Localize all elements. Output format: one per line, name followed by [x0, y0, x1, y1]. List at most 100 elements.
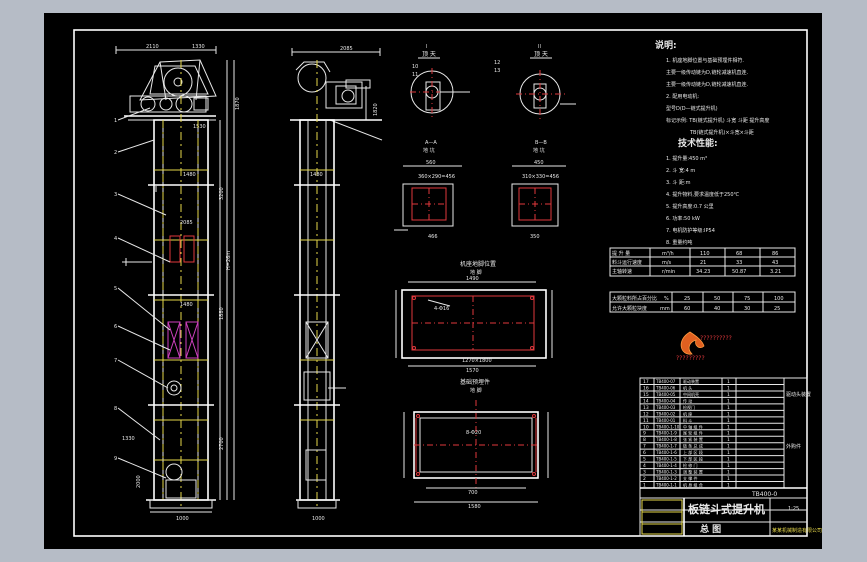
svg-text:顶 天: 顶 天 [422, 51, 436, 58]
bom-row: 14 TB400-04 传 动 1 [640, 397, 784, 405]
dim-top-width: 2110 [146, 44, 159, 50]
bom-index: 6 [643, 450, 646, 456]
bom-part-name: 机 座 [683, 410, 692, 416]
perf-row: 料斗运行速度 m/s 21 33 43 [612, 259, 778, 266]
bom-qty: 1 [727, 398, 730, 404]
side-elevation: 2085 1820 1480 1000 [290, 46, 383, 522]
svg-text:%: % [664, 296, 669, 302]
frame-border [73, 29, 808, 537]
bom-part-name: 检视门 [683, 404, 695, 410]
svg-text:型号D(D—链式提升机): 型号D(D—链式提升机) [666, 105, 718, 112]
bom-code: TB400-1-2 [655, 476, 677, 481]
bom-qty: 1 [727, 385, 730, 391]
performance-table: 提 升 量 m³/h 110 68 86 料斗运行速度 m/s 21 33 43… [609, 247, 796, 277]
svg-text:?????????: ????????? [676, 355, 705, 362]
svg-text:机座地脚位置: 机座地脚位置 [460, 260, 496, 268]
bom-row: 15 TB400-05 中间机壳 1 [640, 391, 784, 398]
svg-text:2. 斗 宽:4 m: 2. 斗 宽:4 m [666, 167, 695, 174]
bom-index: 12 [643, 411, 649, 417]
bom-code: TB400-1-7 [655, 444, 677, 449]
pit-plan-bottom: 基础预埋件 地 脚 8-Φ20 700 1580 [403, 378, 549, 510]
svg-text:1490: 1490 [466, 276, 479, 282]
svg-text:主要一级传动链为D,链轮减速机直连.: 主要一级传动链为D,链轮减速机直连. [666, 69, 748, 76]
bom-part-name: 驱动装置 [683, 378, 699, 384]
svg-text:地 坑: 地 坑 [423, 147, 435, 154]
svg-text:1:25: 1:25 [788, 506, 799, 512]
side-head-sprocket [297, 63, 327, 93]
svg-text:68: 68 [736, 251, 742, 257]
svg-text:3.21: 3.21 [770, 269, 781, 275]
bom-code: TB400-1-5 [655, 457, 677, 462]
bom-code: TB400-1-6 [655, 450, 677, 455]
svg-text:8-Φ20: 8-Φ20 [466, 430, 481, 436]
svg-text:100: 100 [774, 296, 784, 302]
svg-text:说明:: 说明: [655, 39, 677, 51]
bom-index: 13 [643, 405, 649, 411]
svg-text:5. 提升高度:0.7 公里: 5. 提升高度:0.7 公里 [666, 203, 714, 210]
svg-text:450: 450 [534, 160, 544, 166]
svg-text:2700: 2700 [219, 437, 225, 450]
bom-row: 13 TB400-03 检视门 1 [640, 404, 784, 411]
side-motor [325, 81, 363, 109]
svg-text:2000: 2000 [136, 475, 142, 488]
svg-text:r/min: r/min [662, 269, 675, 275]
svg-text:1: 1 [114, 118, 117, 124]
svg-text:1880: 1880 [219, 307, 225, 320]
bom-frame [639, 377, 808, 537]
bom-part-name: 机 身 组 合 [683, 482, 703, 488]
svg-text:13: 13 [494, 68, 500, 74]
svg-text:标记示例: TB(链式提升机) 斗宽 斗距 提升高度: 标记示例: TB(链式提升机) 斗宽 斗距 提升高度 [666, 117, 769, 124]
bom-part-name: 机 头 [683, 384, 692, 390]
bom-code: TB400-04 [655, 398, 676, 403]
bom-qty: 1 [727, 379, 730, 385]
svg-text:驱动头装置: 驱动头装置 [786, 391, 811, 398]
svg-text:8. 重量约吨: 8. 重量约吨 [666, 239, 692, 246]
bom-qty: 1 [727, 392, 730, 398]
side-inspection-door [305, 321, 329, 359]
bom-code: TB400-1-9 [655, 431, 677, 436]
svg-text:mm: mm [660, 306, 670, 312]
svg-text:2: 2 [114, 150, 117, 156]
bom-part-name: 传 动 [683, 397, 692, 403]
bom-code: TB400-1-10 [655, 424, 680, 429]
detail-views: I 顶 天 10 11 II 顶 天 12 13 [410, 44, 576, 120]
head-sprocket [163, 67, 193, 97]
bom-code: TB400-03 [655, 405, 676, 410]
svg-text:50: 50 [714, 296, 720, 302]
specs-block: 技术性能: 1. 提升量:450 m³ 2. 斗 宽:4 m 3. 斗 距:m … [666, 137, 739, 246]
bom-index: 15 [643, 392, 649, 398]
svg-text:43: 43 [772, 260, 778, 266]
bom-qty: 1 [727, 405, 730, 411]
svg-text:A—A: A—A [425, 140, 437, 146]
svg-text:1480: 1480 [310, 172, 323, 178]
svg-text:大颗粒料所占百分比: 大颗粒料所占百分比 [612, 295, 657, 302]
bom-code: TB400-05 [655, 392, 676, 397]
bom-qty: 1 [727, 483, 730, 489]
particle-table: 大颗粒料所占百分比 % 25 50 75 100 允许大颗粒块度 mm 60 4… [609, 291, 796, 313]
svg-text:4: 4 [114, 236, 117, 242]
svg-text:3. 斗 距:m: 3. 斗 距:m [666, 180, 691, 186]
svg-text:86: 86 [772, 251, 778, 257]
bom-index: 14 [643, 398, 649, 404]
svg-text:1330: 1330 [122, 436, 135, 442]
svg-text:1870: 1870 [235, 97, 241, 110]
svg-text:TB400-0: TB400-0 [751, 491, 777, 498]
svg-text:料斗运行速度: 料斗运行速度 [612, 259, 642, 266]
svg-text:提 升 量: 提 升 量 [612, 250, 630, 257]
svg-text:33: 33 [736, 260, 742, 266]
svg-text:60: 60 [684, 306, 690, 312]
bom-part-name: 中间机壳 [683, 391, 699, 397]
svg-text:7. 电机防护等级:IP54: 7. 电机防护等级:IP54 [666, 227, 715, 234]
svg-text:4-Φ16: 4-Φ16 [434, 306, 449, 312]
bom-qty: 1 [727, 424, 730, 430]
svg-text:基础预埋件: 基础预埋件 [460, 378, 490, 386]
svg-text:34.23: 34.23 [696, 269, 710, 275]
bom-index: 16 [643, 385, 649, 391]
svg-text:主轴转速: 主轴转速 [612, 268, 632, 275]
